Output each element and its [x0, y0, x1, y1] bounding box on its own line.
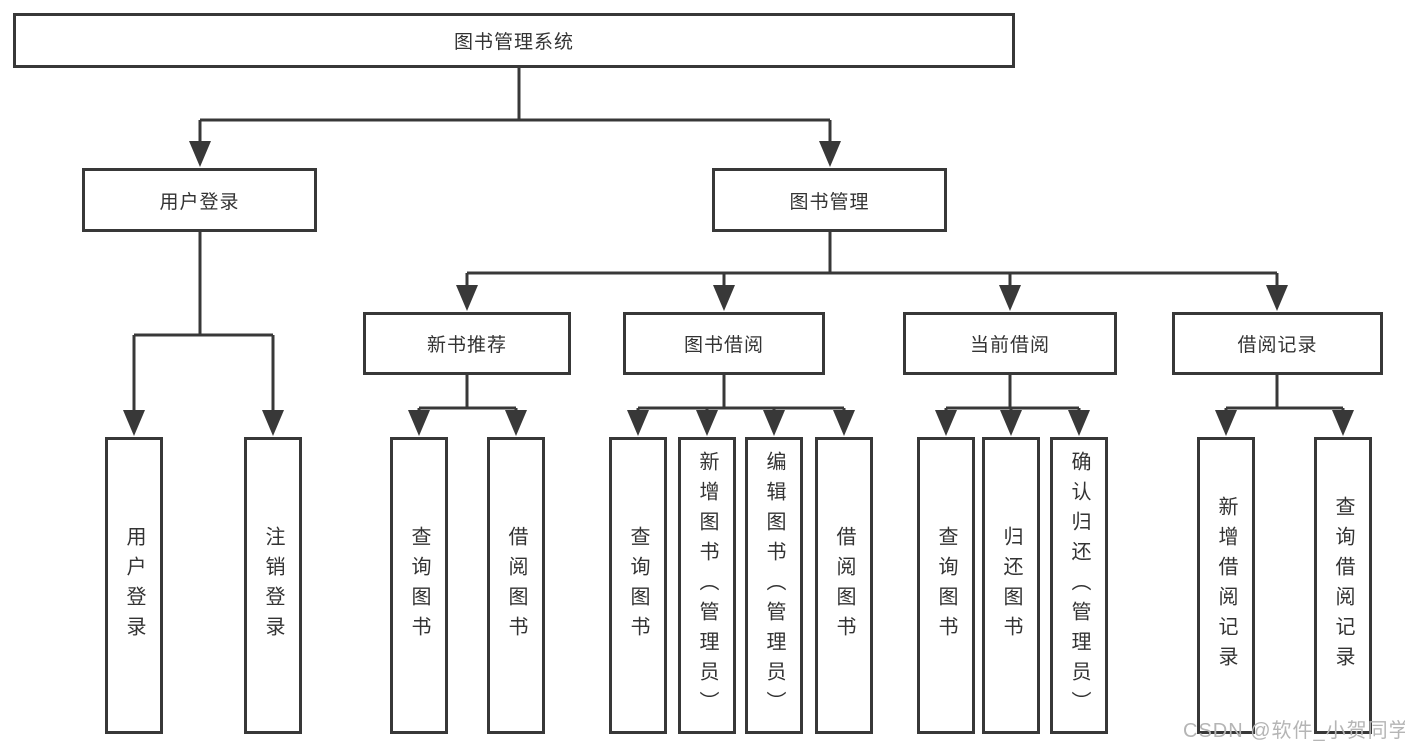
- node-leaf-logout: 注销登录: [244, 437, 302, 734]
- node-label: 查询图书: [935, 525, 957, 646]
- node-label: 确认归还（管理员）: [1068, 450, 1090, 721]
- node-leaf-return-books: 归还图书: [982, 437, 1040, 734]
- node-label: 查询图书: [408, 525, 430, 646]
- node-label: 用户登录: [159, 191, 240, 213]
- node-label: 新书推荐: [426, 335, 507, 356]
- node-leaf-add-books-admin: 新增图书（管理员）: [678, 437, 736, 734]
- node-book-management-branch: 图书管理: [712, 168, 947, 232]
- node-leaf-borrow-books-2: 借阅图书: [815, 437, 873, 734]
- node-book-borrow: 图书借阅: [623, 312, 825, 375]
- node-label: 新增图书（管理员）: [696, 450, 718, 721]
- node-label: 借阅图书: [833, 525, 855, 646]
- node-label: 借阅图书: [505, 525, 527, 646]
- node-current-borrow: 当前借阅: [903, 312, 1117, 375]
- node-label: 借阅记录: [1237, 335, 1318, 356]
- node-root-system: 图书管理系统: [13, 13, 1015, 68]
- node-label: 查询借阅记录: [1332, 495, 1354, 676]
- node-label: 图书管理系统: [453, 32, 574, 53]
- csdn-watermark: CSDN @软件_小贺同学: [1183, 720, 1405, 742]
- node-leaf-confirm-return-admin: 确认归还（管理员）: [1050, 437, 1108, 734]
- node-label: 用户登录: [123, 525, 145, 646]
- node-leaf-query-books-1: 查询图书: [390, 437, 448, 734]
- node-user-login-branch: 用户登录: [82, 168, 317, 232]
- node-leaf-edit-books-admin: 编辑图书（管理员）: [745, 437, 803, 734]
- arrowhead-icons: [123, 141, 1354, 436]
- node-label: 注销登录: [262, 525, 284, 646]
- node-label: 归还图书: [1000, 525, 1022, 646]
- node-label: 图书借阅: [683, 335, 764, 356]
- node-new-book-recommend: 新书推荐: [363, 312, 571, 375]
- node-leaf-query-books-2: 查询图书: [609, 437, 667, 734]
- node-label: 查询图书: [627, 525, 649, 646]
- node-leaf-user-login: 用户登录: [105, 437, 163, 734]
- node-leaf-borrow-books-1: 借阅图书: [487, 437, 545, 734]
- node-label: 图书管理: [789, 191, 870, 213]
- node-label: 当前借阅: [969, 335, 1050, 356]
- node-label: 新增借阅记录: [1215, 495, 1237, 676]
- node-label: 编辑图书（管理员）: [763, 450, 785, 721]
- node-leaf-query-books-3: 查询图书: [917, 437, 975, 734]
- node-leaf-query-borrow-record: 查询借阅记录: [1314, 437, 1372, 734]
- node-borrow-records: 借阅记录: [1172, 312, 1383, 375]
- tree-edges: [132, 68, 1345, 412]
- node-leaf-add-borrow-record: 新增借阅记录: [1197, 437, 1255, 734]
